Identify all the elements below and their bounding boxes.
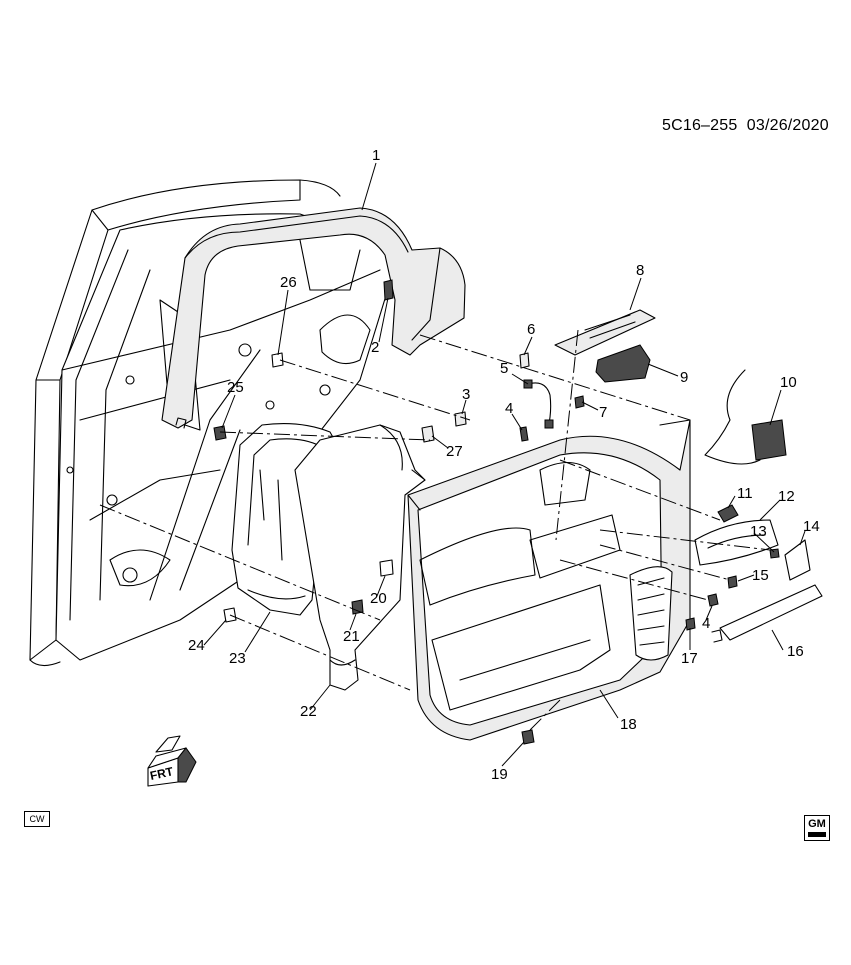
gm-logo-text: GM (808, 818, 826, 830)
callout-20: 20 (370, 590, 387, 607)
door-frame (29, 179, 401, 667)
callout-9: 9 (680, 369, 688, 386)
callout-21: 21 (343, 628, 360, 645)
corner-label: CW (24, 811, 50, 827)
callout-5: 5 (500, 360, 508, 377)
callout-18: 18 (620, 716, 637, 733)
callout-19: 19 (491, 766, 508, 783)
callout-12: 12 (778, 488, 795, 505)
insulator-sheet (294, 424, 426, 691)
small-parts (213, 279, 823, 745)
front-direction-arrow: FRT (147, 735, 197, 787)
front-direction-label: FRT (149, 764, 175, 783)
leader-lines (203, 162, 806, 767)
diagram-code: 5C16–255 (662, 117, 738, 134)
callout-22: 22 (300, 703, 317, 720)
callout-labels: 1 2 3 4 5 6 7 8 9 10 11 12 13 14 15 16 1… (188, 147, 820, 783)
callout-14: 14 (803, 518, 820, 535)
callout-6: 6 (527, 321, 535, 338)
diagram-date: 03/26/2020 (746, 117, 829, 134)
callout-13: 13 (750, 523, 767, 540)
window-frame-trim (161, 207, 466, 429)
callout-3: 3 (462, 386, 470, 403)
diagram-id: 5C16–255 03/26/2020 (662, 117, 829, 135)
callout-4-lower: 4 (702, 615, 710, 632)
door-trim-panel (407, 419, 691, 741)
callout-8: 8 (636, 262, 644, 279)
callout-15: 15 (752, 567, 769, 584)
callout-17: 17 (681, 650, 698, 667)
callout-11: 11 (737, 485, 753, 502)
callout-10: 10 (780, 374, 797, 391)
callout-26: 26 (280, 274, 297, 291)
callout-2: 2 (371, 339, 379, 356)
callout-23: 23 (229, 650, 246, 667)
callout-25: 25 (227, 379, 244, 396)
gm-logo-underline (808, 832, 826, 837)
callout-4: 4 (505, 400, 513, 417)
callout-27: 27 (446, 443, 463, 460)
callout-1: 1 (372, 147, 380, 164)
callout-16: 16 (787, 643, 804, 660)
callout-24: 24 (188, 637, 205, 654)
callout-7: 7 (599, 404, 607, 421)
gm-logo: GM (804, 815, 830, 841)
